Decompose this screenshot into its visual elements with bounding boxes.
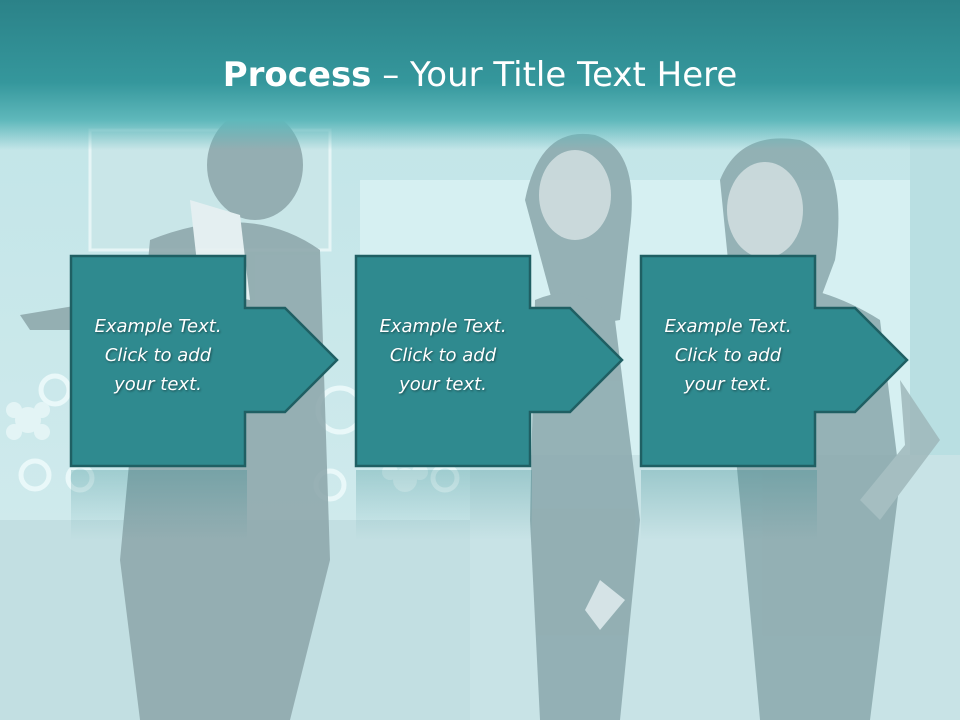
- step-reflection: [356, 470, 532, 540]
- step-arrow-shape: [639, 254, 909, 468]
- step-reflection: [71, 470, 247, 540]
- title-rest-part: – Your Title Text Here: [371, 55, 738, 95]
- process-step-1[interactable]: Example Text. Click to add your text.: [69, 254, 341, 468]
- step-text[interactable]: Example Text. Click to add your text.: [379, 316, 507, 395]
- title-band: [0, 0, 960, 150]
- step-reflection: [641, 470, 817, 540]
- title-bold-part: Process: [222, 55, 372, 95]
- step-text[interactable]: Example Text. Click to add your text.: [94, 316, 222, 395]
- page-title[interactable]: Process – Your Title Text Here: [0, 50, 960, 100]
- step-arrow-shape: [354, 254, 624, 468]
- process-step-2[interactable]: Example Text. Click to add your text.: [354, 254, 626, 468]
- step-text[interactable]: Example Text. Click to add your text.: [664, 316, 792, 395]
- process-step-3[interactable]: Example Text. Click to add your text.: [639, 254, 911, 468]
- step-arrow-shape: [69, 254, 339, 468]
